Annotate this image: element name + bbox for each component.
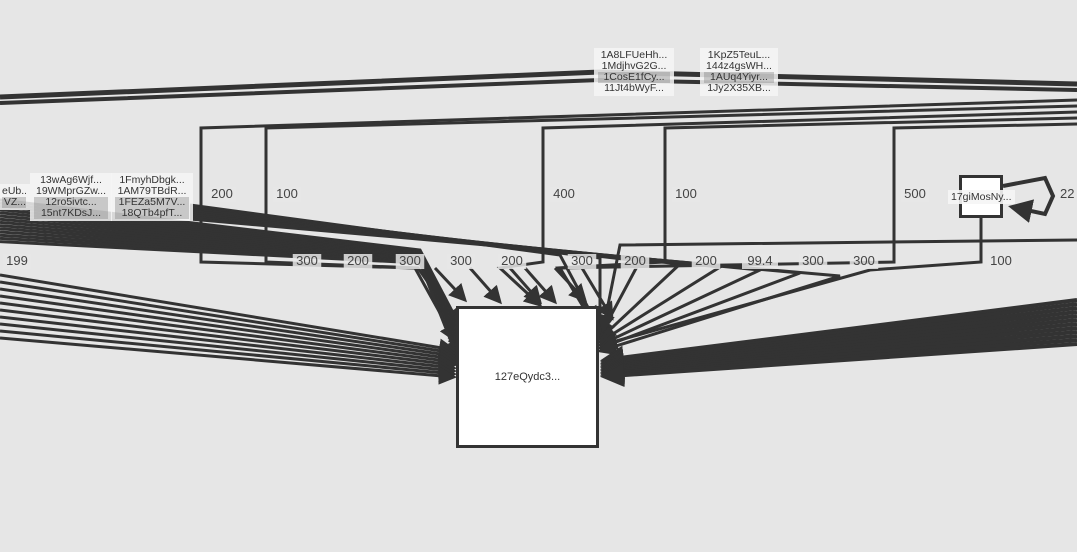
address-label[interactable]: VZ...: [2, 197, 26, 208]
edge-left-direct: [0, 315, 457, 376]
main-address-label: 127eQydc3...: [494, 371, 561, 383]
address-label[interactable]: 1AUq4Yiyr...: [704, 72, 774, 83]
edge-top-arrow: [433, 266, 468, 303]
edge-value-label: 300: [399, 253, 421, 268]
address-label[interactable]: 18QTb4pfT...: [115, 208, 189, 219]
edge-value-label: 199: [6, 253, 28, 268]
address-label[interactable]: 1AM79TBdR...: [117, 186, 187, 197]
edge-left-direct: [0, 308, 457, 373]
address-group-left-edge[interactable]: eUb... VZ...: [0, 184, 30, 210]
edge-left-direct: [0, 301, 457, 369]
address-label[interactable]: 19WMprGZw...: [35, 186, 106, 197]
edge-upper-bracket: [264, 104, 1077, 328]
edge-cross-fan: [189, 217, 841, 356]
edge-value-label: 300: [571, 253, 593, 268]
address-label[interactable]: 1A8LFUeHh...: [600, 50, 668, 61]
edge-value-label-bg: [742, 254, 778, 269]
address-label[interactable]: 1KpZ5TeuL...: [707, 50, 771, 61]
edge-upper-bracket: [555, 116, 1077, 325]
edge-value-label: 300: [450, 253, 472, 268]
edge-value-label-bg: [549, 187, 579, 202]
edge-value-label-bg: [671, 187, 701, 202]
edge-top-arrow: [523, 267, 557, 305]
edge-value-label-bg: [2, 254, 32, 269]
edge-value-label-bg: [497, 254, 527, 269]
edge-left-direct: [0, 329, 457, 382]
edge-value-label: 200: [501, 253, 523, 268]
edge-top-long: [0, 69, 1077, 100]
self-loop-edge-label: 22: [1060, 186, 1075, 201]
address-label[interactable]: 12ro5ivtc...: [34, 197, 108, 208]
edge-value-label-bg: [207, 187, 237, 202]
edge-left-direct: [0, 287, 457, 363]
edge-top-arrow: [468, 267, 502, 305]
address-label[interactable]: 1CosE1fCy...: [598, 72, 670, 83]
self-loop-address-node[interactable]: 17giMosNy...: [948, 175, 1015, 218]
address-label[interactable]: 1FmyhDbgk...: [119, 175, 185, 186]
edge-value-label-bg: [900, 187, 930, 202]
edge-value-label-bg: [272, 187, 302, 202]
edge-left-direct: [0, 280, 457, 360]
edge-value-label: 100: [276, 186, 298, 201]
edge-top-arrow: [508, 267, 542, 305]
main-address-node[interactable]: 127eQydc3...: [456, 306, 599, 448]
address-label[interactable]: 1FEZa5M7V...: [115, 197, 189, 208]
address-label[interactable]: 144z4gsWH...: [706, 61, 772, 72]
edge-value-label-bg: [395, 254, 425, 269]
edge-upper-bracket: [496, 110, 1077, 308]
edge-value-label: 500: [904, 186, 926, 201]
edge-value-label: 200: [695, 253, 717, 268]
edge-value-label-bg: [292, 254, 322, 269]
edge-self-loop: [1002, 175, 1056, 223]
address-label[interactable]: 1Jy2X35XB...: [707, 83, 771, 94]
address-label[interactable]: 11Jt4bWyF...: [604, 83, 664, 94]
edge-value-label: 100: [990, 253, 1012, 268]
edge-value-label: 200: [347, 253, 369, 268]
edge-value-label: 300: [853, 253, 875, 268]
edge-value-label: 200: [624, 253, 646, 268]
edge-value-label-bg: [691, 254, 721, 269]
edge-upper-bracket: [199, 98, 1077, 343]
edge-value-label: 99.4: [747, 253, 772, 268]
address-group-left-a[interactable]: 13wAg6Wjf... 19WMprGZw... 12ro5ivtc... 1…: [30, 173, 112, 221]
address-group-left-b[interactable]: 1FmyhDbgk... 1AM79TBdR... 1FEZa5M7V... 1…: [111, 173, 193, 221]
edge-value-label-bg: [567, 254, 597, 269]
edge-value-label-bg: [343, 254, 373, 269]
edge-value-label: 200: [211, 186, 233, 201]
edge-value-label-bg: [986, 254, 1016, 269]
edge-left-direct: [0, 322, 457, 379]
edge-left-direct: [0, 336, 457, 385]
edge-left-direct: [0, 273, 457, 357]
address-label[interactable]: 13wAg6Wjf...: [40, 175, 102, 186]
address-label[interactable]: eUb...: [2, 186, 26, 197]
edge-value-label: 300: [296, 253, 318, 268]
edge-value-label-bg: [849, 254, 879, 269]
self-loop-address-label: 17giMosNy...: [948, 190, 1015, 204]
edge-value-label: 300: [802, 253, 824, 268]
address-label[interactable]: 1MdjhvG2G...: [601, 61, 667, 72]
edge-top-arrow: [553, 266, 588, 303]
edge-value-label-bg: [446, 254, 476, 269]
edge-left-direct: [0, 294, 457, 366]
edge-value-label-bg: [798, 254, 828, 269]
address-group-top-b[interactable]: 1KpZ5TeuL... 144z4gsWH... 1AUq4Yiyr... 1…: [700, 48, 778, 96]
address-label[interactable]: 15nt7KDsJ...: [34, 208, 108, 219]
address-group-top-a[interactable]: 1A8LFUeHh... 1MdjhvG2G... 1CosE1fCy... 1…: [594, 48, 674, 96]
edge-right-bundle: [600, 342, 1077, 388]
edge-value-label: 400: [553, 186, 575, 201]
edge-value-label-bg: [620, 254, 650, 269]
edge-value-label: 100: [675, 186, 697, 201]
edge-right-upper: [597, 238, 1077, 333]
